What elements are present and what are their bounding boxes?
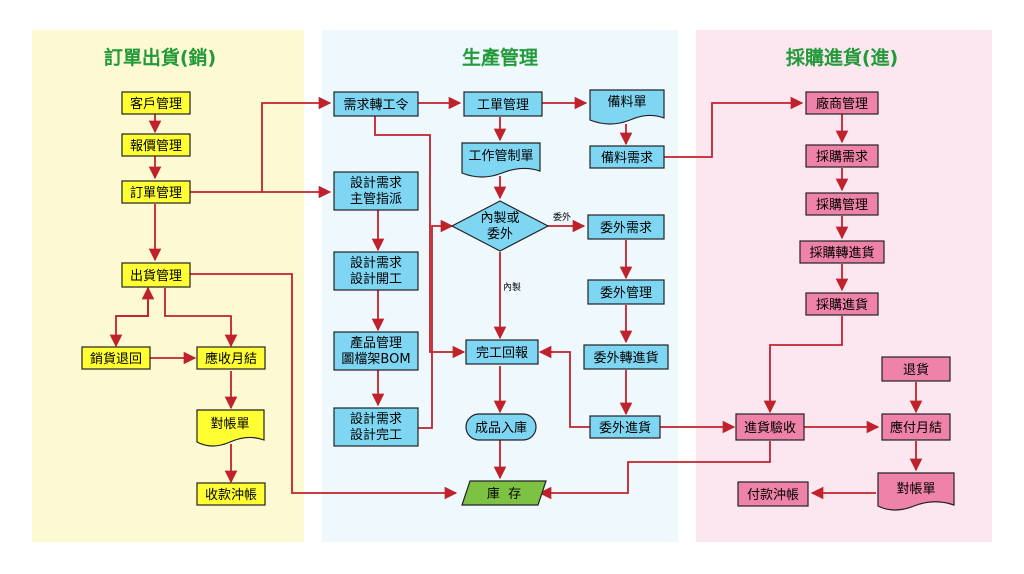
materials-list-doc[interactable]: [589, 89, 665, 125]
sales-return-label: 銷貨退回: [90, 351, 142, 367]
design-done-label-1: 設計需求: [350, 411, 402, 427]
design-assign-label-1: 設計需求: [350, 175, 402, 191]
inhouse-or-outsource-decision[interactable]: [450, 200, 550, 252]
sales-header: 訂單出貨(銷): [104, 46, 216, 69]
completion-report-box[interactable]: [465, 339, 539, 365]
receipt-inspection-label: 進貨驗收: [744, 420, 796, 436]
inventory-box[interactable]: [461, 480, 547, 506]
product-bom-label-2: 圖檔架BOM: [341, 352, 410, 367]
outsource-demand-label: 委外需求: [600, 221, 652, 236]
outsource-receipt-box[interactable]: [589, 415, 661, 439]
product-bom-box[interactable]: [333, 331, 419, 371]
collection-label: 收款沖帳: [205, 488, 257, 503]
payment-label: 付款沖帳: [747, 488, 799, 503]
outsource-receipt-label: 委外進貨: [599, 420, 651, 436]
purchase-demand-label: 採購需求: [816, 150, 868, 165]
design-assign-box[interactable]: [333, 171, 419, 211]
order-mgmt-label: 訂單管理: [130, 185, 182, 201]
design-done-label-2: 設計完工: [350, 427, 402, 443]
order-mgmt-box[interactable]: [121, 180, 191, 204]
work-control-sheet-doc[interactable]: [461, 142, 541, 178]
purchase-receipt-box[interactable]: [805, 292, 879, 316]
purchase-return-box[interactable]: [881, 356, 951, 382]
purchase-statement-doc[interactable]: [877, 472, 955, 511]
customer-mgmt-label: 客戶管理: [130, 96, 182, 112]
shipment-mgmt-box[interactable]: [121, 262, 191, 288]
sales-statement-doc[interactable]: [196, 409, 265, 447]
shipment-mgmt-label: 出貨管理: [130, 268, 182, 284]
completion-report-label: 完工回報: [476, 346, 528, 361]
quote-mgmt-box[interactable]: [121, 133, 191, 157]
receipt-inspection-box[interactable]: [735, 413, 805, 441]
payable-box[interactable]: [881, 413, 951, 441]
outsource-mgmt-box[interactable]: [587, 279, 665, 305]
design-start-box[interactable]: [333, 251, 419, 291]
demand-to-work-order-box[interactable]: [333, 91, 419, 117]
purchase-return-label: 退貨: [903, 362, 929, 378]
sales-statement-label: 對帳單: [210, 417, 249, 432]
materials-demand-box[interactable]: [589, 145, 665, 169]
decision-label-2: 委外: [487, 227, 513, 242]
purchase-receipt-label: 採購進貨: [816, 297, 868, 313]
purchase-header: 採購進貨(進): [786, 46, 898, 69]
payable-label: 應付月結: [890, 420, 942, 436]
decision-label-1: 內製或: [480, 211, 519, 226]
design-start-label-2: 設計開工: [350, 271, 402, 287]
purchase-demand-box[interactable]: [805, 144, 879, 168]
outsource-to-receipt-label: 委外轉進貨: [593, 350, 658, 366]
purchase-to-receipt-label: 採購轉進貨: [809, 245, 874, 261]
production-header: 生產管理: [462, 46, 538, 69]
work-order-mgmt-label: 工單管理: [477, 98, 529, 113]
customer-mgmt-box[interactable]: [121, 91, 191, 115]
design-start-label-1: 設計需求: [350, 255, 402, 271]
outsource-branch-label: 委外: [553, 211, 571, 223]
vendor-mgmt-label: 廠商管理: [816, 96, 868, 112]
demand-to-work-order-label: 需求轉工令: [343, 98, 408, 113]
outsource-demand-box[interactable]: [587, 214, 665, 240]
purchase-mgmt-label: 採購管理: [816, 198, 868, 213]
outsource-mgmt-label: 委外管理: [600, 286, 652, 301]
work-order-mgmt-box[interactable]: [463, 91, 543, 117]
purchase-statement-label: 對帳單: [896, 482, 935, 497]
inhouse-branch-label: 內製: [503, 281, 521, 293]
receivable-box[interactable]: [196, 346, 266, 370]
finished-goods-in-box[interactable]: [465, 413, 537, 441]
connectors: [109, 96, 923, 500]
payment-box[interactable]: [737, 481, 809, 507]
outsource-to-receipt-box[interactable]: [583, 344, 669, 370]
quote-mgmt-label: 報價管理: [130, 139, 182, 154]
receivable-label: 應收月結: [205, 351, 257, 367]
collection-box[interactable]: [196, 482, 266, 506]
purchase-to-receipt-box[interactable]: [799, 240, 885, 264]
design-done-box[interactable]: [333, 407, 419, 447]
vendor-mgmt-box[interactable]: [805, 91, 879, 115]
materials-list-label: 備料單: [607, 94, 646, 110]
sales-return-box[interactable]: [81, 346, 151, 370]
finished-goods-in-label: 成品入庫: [475, 421, 527, 436]
design-assign-label-2: 主管指派: [350, 192, 402, 207]
inventory-label: 庫 存: [487, 487, 521, 502]
work-control-sheet-label: 工作管制單: [468, 149, 533, 164]
materials-demand-label: 備料需求: [601, 150, 653, 166]
product-bom-label-1: 產品管理: [350, 335, 402, 351]
purchase-mgmt-box[interactable]: [805, 192, 879, 216]
